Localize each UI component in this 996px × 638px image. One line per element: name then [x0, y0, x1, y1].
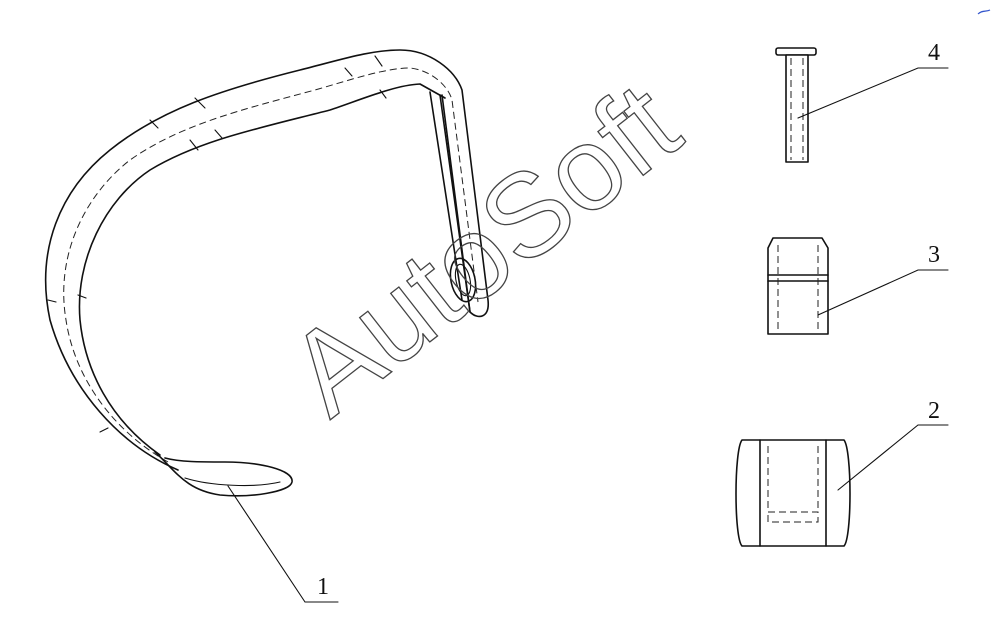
callout-4: 4: [928, 40, 940, 66]
leader-lines: [227, 67, 949, 603]
callout-2: 2: [928, 398, 940, 424]
part-3-bushing: [767, 237, 829, 335]
corner-mark-icon: [977, 9, 991, 15]
part-2-hex-nut: [735, 439, 851, 547]
callout-1: 1: [317, 574, 329, 600]
part-4-pin: [775, 47, 817, 163]
callout-3: 3: [928, 242, 940, 268]
part-1-bracket: [44, 49, 489, 497]
watermark-text: AutoSoft: [265, 58, 703, 441]
